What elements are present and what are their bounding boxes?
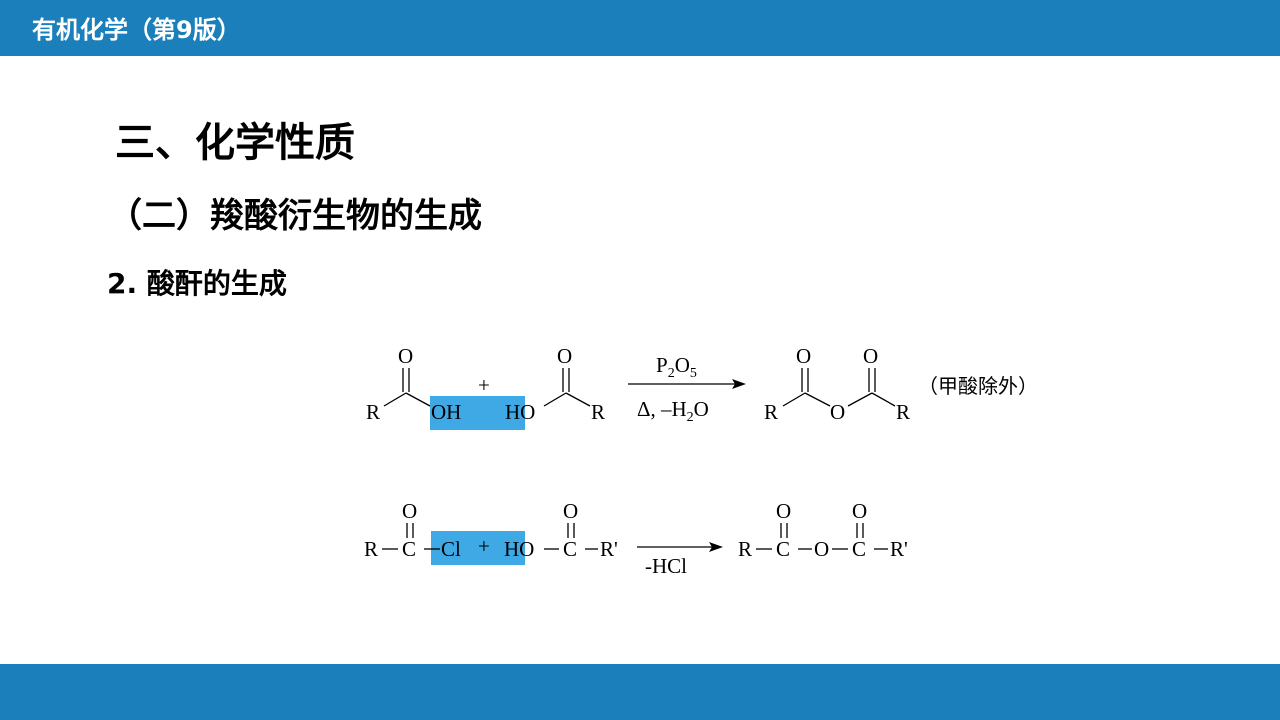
svg-text:-HCl: -HCl (645, 554, 687, 578)
svg-text:O: O (852, 499, 867, 523)
svg-text:R': R' (600, 537, 618, 561)
header-bar: 有机化学（第9版） (0, 0, 1280, 56)
svg-text:R': R' (890, 537, 908, 561)
svg-text:O: O (776, 499, 791, 523)
svg-text:R: R (896, 400, 910, 424)
highlight-oh-ho (430, 396, 525, 430)
r2-ho: HO (505, 400, 535, 424)
section-title: 2. 酸酐的生成 (107, 267, 287, 300)
reaction2-arrow: -HCl (637, 542, 723, 578)
r1-carbonyl-o: O (398, 344, 413, 368)
svg-text:O: O (814, 537, 829, 561)
reaction1-product: O R O O R (764, 344, 910, 424)
formic-acid-exception-note: （甲酸除外） (918, 374, 1038, 398)
svg-text:O: O (796, 344, 811, 368)
svg-text:O: O (830, 400, 845, 424)
svg-text:R: R (364, 537, 378, 561)
reaction2-product: R C O O C O R' (738, 499, 908, 561)
reaction-1: O R OH + O HO R P2O5 Δ, –H (366, 344, 1038, 430)
svg-text:Cl: Cl (441, 537, 461, 561)
svg-text:O: O (563, 499, 578, 523)
slide-heading: 三、化学性质 (115, 120, 355, 166)
svg-text:C: C (402, 537, 416, 561)
highlight-cl-h (431, 531, 525, 565)
r2-carbonyl-o: O (557, 344, 572, 368)
reaction1-reactant2: O HO R (505, 344, 605, 424)
reaction-2: R C O Cl + HO C O R' -HCl R (364, 499, 908, 578)
reaction2-reactant1: R C O Cl (364, 499, 461, 561)
slide-subheading: （二）羧酸衍生物的生成 (108, 196, 482, 236)
reaction1-arrow: P2O5 Δ, –H2O (628, 353, 746, 425)
course-title: 有机化学（第9版） (32, 16, 241, 44)
svg-text:C: C (776, 537, 790, 561)
reaction2-plus: + (478, 534, 490, 558)
footer-bar (0, 664, 1280, 720)
svg-text:P2O5: P2O5 (656, 353, 697, 381)
svg-text:O: O (402, 499, 417, 523)
svg-text:Δ, –H2O: Δ, –H2O (637, 397, 709, 425)
reaction1-reactant1: O R OH (366, 344, 461, 424)
svg-text:C: C (563, 537, 577, 561)
svg-text:C: C (852, 537, 866, 561)
r1-r-group: R (366, 400, 380, 424)
r2-r-group: R (591, 400, 605, 424)
r1-oh: OH (431, 400, 461, 424)
svg-text:R: R (764, 400, 778, 424)
svg-text:R: R (738, 537, 752, 561)
reaction1-plus: + (478, 373, 490, 397)
svg-text:O: O (863, 344, 878, 368)
reaction2-reactant2: HO C O R' (504, 499, 618, 561)
svg-text:HO: HO (504, 537, 534, 561)
